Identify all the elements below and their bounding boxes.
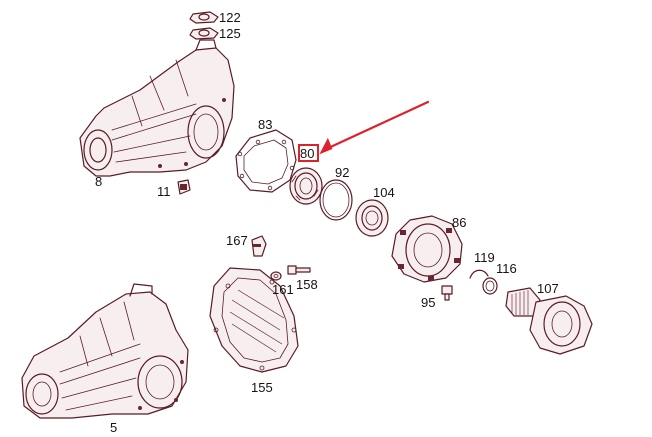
label-167[interactable]: 167 (226, 233, 248, 248)
part-119-clip[interactable] (469, 269, 489, 279)
label-125[interactable]: 125 (219, 26, 241, 41)
label-11[interactable]: 11 (157, 184, 171, 199)
part-122-washer[interactable] (189, 11, 219, 24)
label-119[interactable]: 119 (474, 250, 495, 265)
label-86[interactable]: 86 (452, 215, 466, 230)
part-161-nut[interactable] (270, 271, 282, 281)
label-155[interactable]: 155 (251, 380, 273, 395)
part-5-differential-assembly[interactable] (21, 283, 189, 419)
part-107-drive-flange[interactable] (505, 287, 593, 355)
part-11-plug[interactable] (177, 179, 191, 195)
label-80[interactable]: 80 (300, 146, 314, 161)
label-83[interactable]: 83 (258, 117, 272, 132)
part-86-flange-cover[interactable] (391, 215, 463, 283)
label-107[interactable]: 107 (537, 281, 559, 296)
label-92[interactable]: 92 (335, 165, 349, 180)
part-95-bolt[interactable] (441, 285, 453, 301)
part-167-plug[interactable] (251, 235, 267, 257)
label-104[interactable]: 104 (373, 185, 395, 200)
label-5[interactable]: 5 (110, 420, 117, 435)
part-155-rear-cover[interactable] (209, 267, 299, 373)
highlight-arrow (319, 100, 430, 155)
part-104-seal[interactable] (355, 199, 389, 237)
part-125-washer[interactable] (189, 27, 219, 40)
label-116[interactable]: 116 (496, 261, 517, 276)
part-8-differential-housing[interactable] (79, 39, 235, 177)
part-158-bolt[interactable] (287, 265, 311, 275)
part-92-ring[interactable] (319, 179, 353, 221)
label-95[interactable]: 95 (421, 295, 435, 310)
label-158[interactable]: 158 (296, 277, 318, 292)
label-122[interactable]: 122 (219, 10, 241, 25)
part-83-gasket[interactable] (235, 129, 297, 193)
highlight-box (298, 144, 319, 162)
label-161[interactable]: 161 (272, 282, 294, 297)
part-116-retaining-ring[interactable] (482, 277, 498, 295)
label-8[interactable]: 8 (95, 174, 102, 189)
part-80-bearing[interactable] (289, 167, 323, 205)
